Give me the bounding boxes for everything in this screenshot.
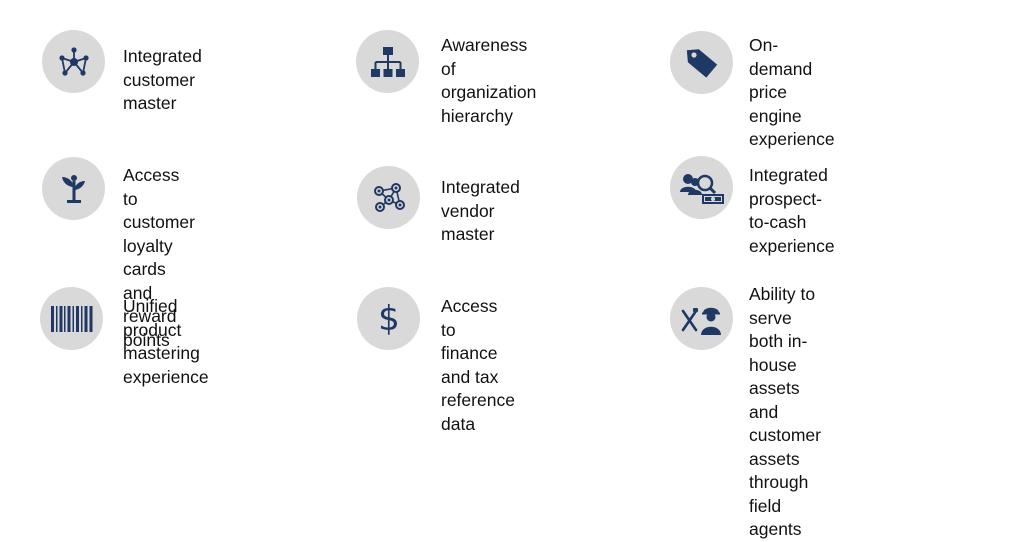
icon-circle: $ (357, 287, 420, 350)
feature-label: Unified product mastering experience (123, 296, 209, 387)
icon-circle (670, 156, 733, 219)
icon-circle (670, 31, 733, 94)
feature-label: Integrated prospect-to-cash experience (749, 165, 835, 256)
org-chart-icon (370, 46, 405, 77)
icon-circle (42, 157, 105, 220)
people-network-icon (373, 182, 405, 212)
feature-label: Access to finance and tax reference data (441, 296, 515, 434)
icon-circle (42, 30, 105, 93)
icon-circle (356, 30, 419, 93)
field-agent-icon (681, 307, 721, 335)
feature-label: Integrated customer master (123, 46, 202, 113)
svg-text:$: $ (378, 299, 400, 339)
icon-circle (670, 287, 733, 350)
barcode-icon (50, 305, 92, 332)
feature-label: On-demand price engine experience (749, 35, 835, 149)
icon-circle (40, 287, 103, 350)
feature-label: Awareness of organization hierarchy (441, 35, 537, 126)
feature-label: Access to customer loyalty cards and rew… (123, 165, 195, 350)
network-icon (58, 46, 89, 76)
prospect-cash-icon (679, 173, 724, 204)
icon-circle (357, 166, 420, 229)
feature-label: Integrated vendor master (441, 177, 520, 244)
dollar-icon: $ (378, 299, 400, 339)
price-tag-icon (686, 48, 717, 78)
plant-growth-icon (61, 174, 85, 203)
feature-label: Ability to serve both in-house assets an… (749, 284, 821, 539)
